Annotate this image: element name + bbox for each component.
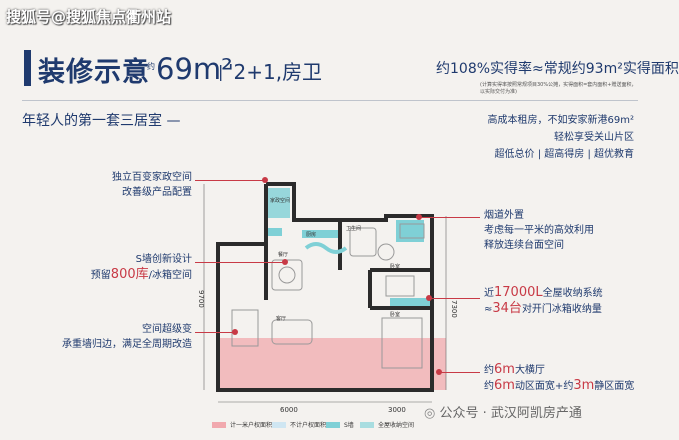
leader-line-2	[195, 262, 285, 263]
annotation-storage-post: 全屋收纳系统	[542, 288, 603, 299]
dim-height-1: 9700	[197, 290, 205, 308]
annotation-living-post: 大横厅	[514, 365, 545, 376]
title-accent-bar	[24, 50, 31, 86]
room-config: '2+1,房卫	[228, 60, 323, 84]
annotation-living-end: 静区面宽	[594, 381, 635, 392]
selling-point-3: 超低总价 | 超高得房 | 超优教育	[494, 149, 634, 160]
storage-block-4	[390, 298, 430, 306]
annotation-s-wall-highlight: 800库	[110, 267, 149, 282]
selling-point-1: 高成本租房，不如安家新港69m²	[487, 115, 634, 126]
wechat-icon: ◎	[424, 406, 440, 421]
storage-block-1	[266, 228, 282, 236]
annotation-s-wall: S墙创新设计 预留800库/冰箱空间	[72, 252, 192, 283]
annotation-flue-line3: 释放连续台面空间	[484, 240, 564, 251]
selling-points: 高成本租房，不如安家新港69m² 轻松享受关山片区 超低总价 | 超高得房 | …	[488, 112, 634, 163]
room-dining: 餐厅	[278, 251, 288, 258]
legend-swatch-storage	[360, 421, 374, 428]
leader-dot-4	[416, 214, 422, 220]
living-band	[218, 338, 446, 390]
legend-label-4: 全屋收纳空间	[378, 422, 415, 429]
annotation-s-wall-line1: S墙创新设计	[135, 254, 192, 265]
legend-item-2: 不计户权面积	[272, 420, 326, 429]
legend-swatch-blue	[272, 421, 286, 428]
annotation-storage-desc: 对开门冰箱收纳量	[521, 304, 602, 315]
leader-dot-5	[426, 295, 432, 301]
rate-footnote: (计算实得率按照常规项目30%公摊，实得面积=套内面积+赠送面积，以实际交付为准…	[480, 82, 637, 95]
annotation-flue: 烟道外置 考虑每一平米的高效利用 释放连续台面空间	[484, 208, 594, 253]
leader-dot-1	[262, 177, 268, 183]
legend-label-3: S墙	[344, 422, 354, 429]
annotation-structure: 空间超级变 承重墙归边，满足全周期改造	[42, 322, 192, 352]
annotation-storage-approx: ≈	[484, 304, 493, 315]
annotation-living-pre2: 约	[484, 381, 494, 392]
walls	[216, 182, 434, 392]
room-laundry: 家政空间	[270, 197, 290, 204]
room-living: 客厅	[276, 315, 286, 322]
efficiency-rate: 约108%实得率≈常规约93m²实得面积	[436, 61, 679, 77]
annotation-structure-line2: 承重墙归边，满足全周期改造	[62, 339, 192, 350]
annotation-living-pre: 约	[484, 365, 494, 376]
annotation-flue-line2: 考虑每一平米的高效利用	[484, 225, 594, 236]
legend-item-3: S墙	[326, 420, 354, 429]
leader-line-4	[420, 217, 480, 218]
legend-swatch-pink	[212, 421, 226, 428]
area-prefix: 约	[147, 62, 155, 71]
selling-point-2: 轻松享受关山片区	[554, 132, 634, 143]
annotation-storage: 近17000L全屋收纳系统 ≈34台对开门冰箱收纳量	[484, 285, 603, 317]
leader-dot-6	[436, 369, 442, 375]
annotation-laundry: 独立百变家政空间 改善级产品配置	[92, 170, 192, 200]
annotation-storage-pre: 近	[484, 288, 494, 299]
legend-item-4: 全屋收纳空间	[360, 420, 414, 429]
header-separator: |	[218, 62, 224, 81]
legend-label-1: 计一米户权面积	[230, 422, 273, 429]
room-bath: 卫生间	[346, 225, 361, 232]
annotation-flue-line1: 烟道外置	[484, 210, 524, 221]
leader-line-6	[440, 372, 480, 373]
dim-width-1: 6000	[280, 406, 298, 414]
annotation-laundry-line1: 独立百变家政空间	[112, 172, 192, 183]
annotation-living-width: 6m	[494, 362, 515, 377]
leader-dot-2	[282, 259, 288, 265]
page-title: 装修示意	[38, 57, 150, 88]
annotation-structure-line1: 空间超级变	[142, 324, 192, 335]
room-bed2: 卧室	[390, 311, 400, 318]
annotation-living-mid: 动区面宽+约	[514, 381, 574, 392]
watermark-top: 搜狐号@搜狐焦点衢州站	[6, 8, 172, 26]
room-kitchen: 厨房	[306, 231, 316, 238]
legend-swatch-teal	[326, 421, 340, 428]
leader-line-5	[430, 298, 480, 299]
leader-dot-3	[232, 329, 238, 335]
watermark-bottom: ◎ 公众号 · 武汉阿凯房产通	[424, 402, 582, 421]
annotation-storage-count: 34台	[492, 301, 522, 316]
dim-width-2: 3000	[388, 406, 406, 414]
dim-height-2: 7300	[450, 300, 458, 318]
floor-plan: 家政空间 厨房 卫生间 餐厅 客厅 卧室 卧室 6000 3000	[203, 182, 447, 414]
annotation-laundry-line2: 改善级产品配置	[122, 187, 192, 198]
leader-line-3	[195, 332, 235, 333]
storage-block-3	[396, 220, 424, 242]
dimension-lines	[203, 184, 447, 403]
room-bed1: 卧室	[390, 263, 400, 270]
annotation-s-wall-post: /冰箱空间	[148, 270, 192, 281]
s-wall	[304, 242, 348, 254]
watermark-bottom-text: 公众号 · 武汉阿凯房产通	[439, 406, 582, 421]
annotation-living-dyn: 6m	[494, 378, 515, 393]
legend-item-1: 计一米户权面积	[212, 420, 272, 429]
annotation-living: 约6m大横厅 约6m动区面宽+约3m静区面宽	[484, 362, 634, 394]
tagline: 年轻人的第一套三居室 —	[22, 113, 181, 129]
laundry-area	[268, 188, 290, 218]
area-value: 69m²	[156, 52, 233, 86]
header-divider	[22, 100, 638, 101]
annotation-s-wall-pre: 预留	[90, 270, 111, 281]
annotation-living-static: 3m	[573, 378, 595, 393]
legend-label-2: 不计户权面积	[290, 422, 327, 429]
annotation-storage-volume: 17000L	[494, 285, 543, 300]
storage-block-2	[302, 230, 340, 238]
leader-line-1	[195, 180, 265, 181]
